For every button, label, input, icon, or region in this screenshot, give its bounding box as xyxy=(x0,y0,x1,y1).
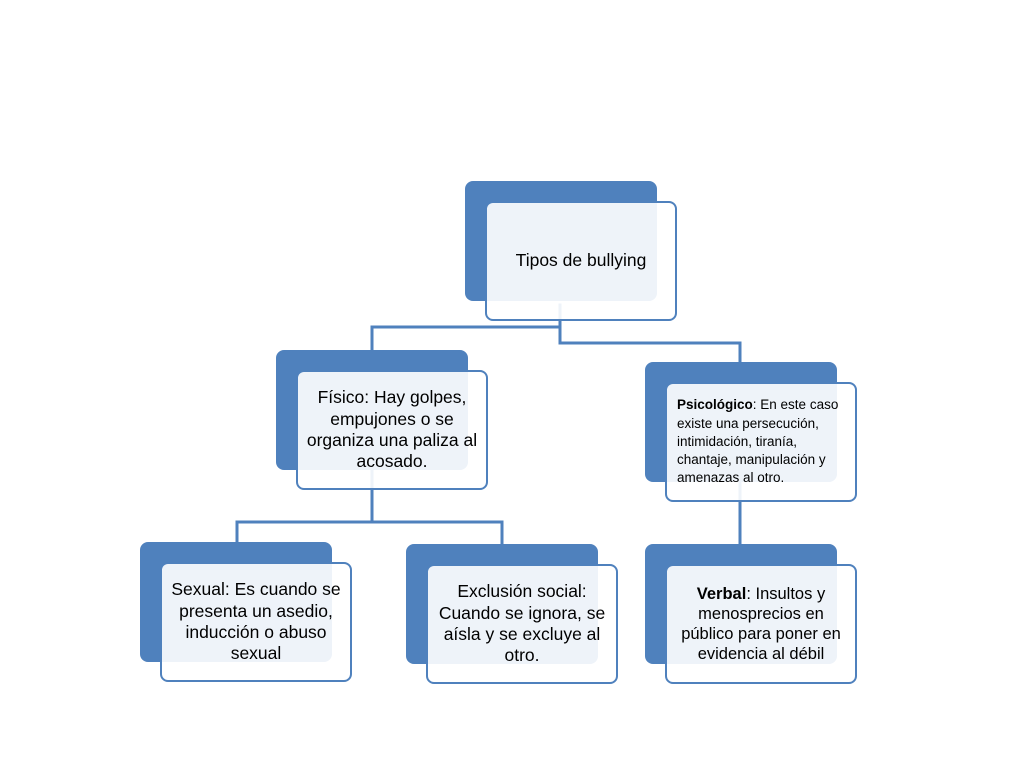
node-psicologico-text: Psicológico: En este caso existe una per… xyxy=(677,396,845,487)
node-verbal-text: Verbal: Insultos y menosprecios en públi… xyxy=(675,584,847,665)
node-sexual-text: Sexual: Es cuando se presenta un asedio,… xyxy=(171,579,341,664)
node-psicologico-box: Psicológico: En este caso existe una per… xyxy=(665,382,857,502)
node-exclusion-box: Exclusión social: Cuando se ignora, se a… xyxy=(426,564,618,684)
node-verbal-box: Verbal: Insultos y menosprecios en públi… xyxy=(665,564,857,684)
node-verbal-body: : Insultos y menosprecios en público par… xyxy=(681,584,841,664)
node-verbal-bold: Verbal xyxy=(696,584,747,603)
node-sexual-box: Sexual: Es cuando se presenta un asedio,… xyxy=(160,562,352,682)
node-root-box: Tipos de bullying xyxy=(485,201,677,321)
node-fisico-text: Físico: Hay golpes, empujones o se organ… xyxy=(306,387,478,472)
node-psicologico-bold: Psicológico xyxy=(677,397,753,413)
node-psicologico-body: : En este caso existe una persecución, i… xyxy=(677,397,839,486)
node-root-text: Tipos de bullying xyxy=(515,250,647,271)
connector-fisico-exclusion xyxy=(370,468,504,546)
node-exclusion-text: Exclusión social: Cuando se ignora, se a… xyxy=(438,581,606,666)
connector-root-psicologico xyxy=(558,303,742,364)
node-fisico-box: Físico: Hay golpes, empujones o se organ… xyxy=(296,370,488,490)
